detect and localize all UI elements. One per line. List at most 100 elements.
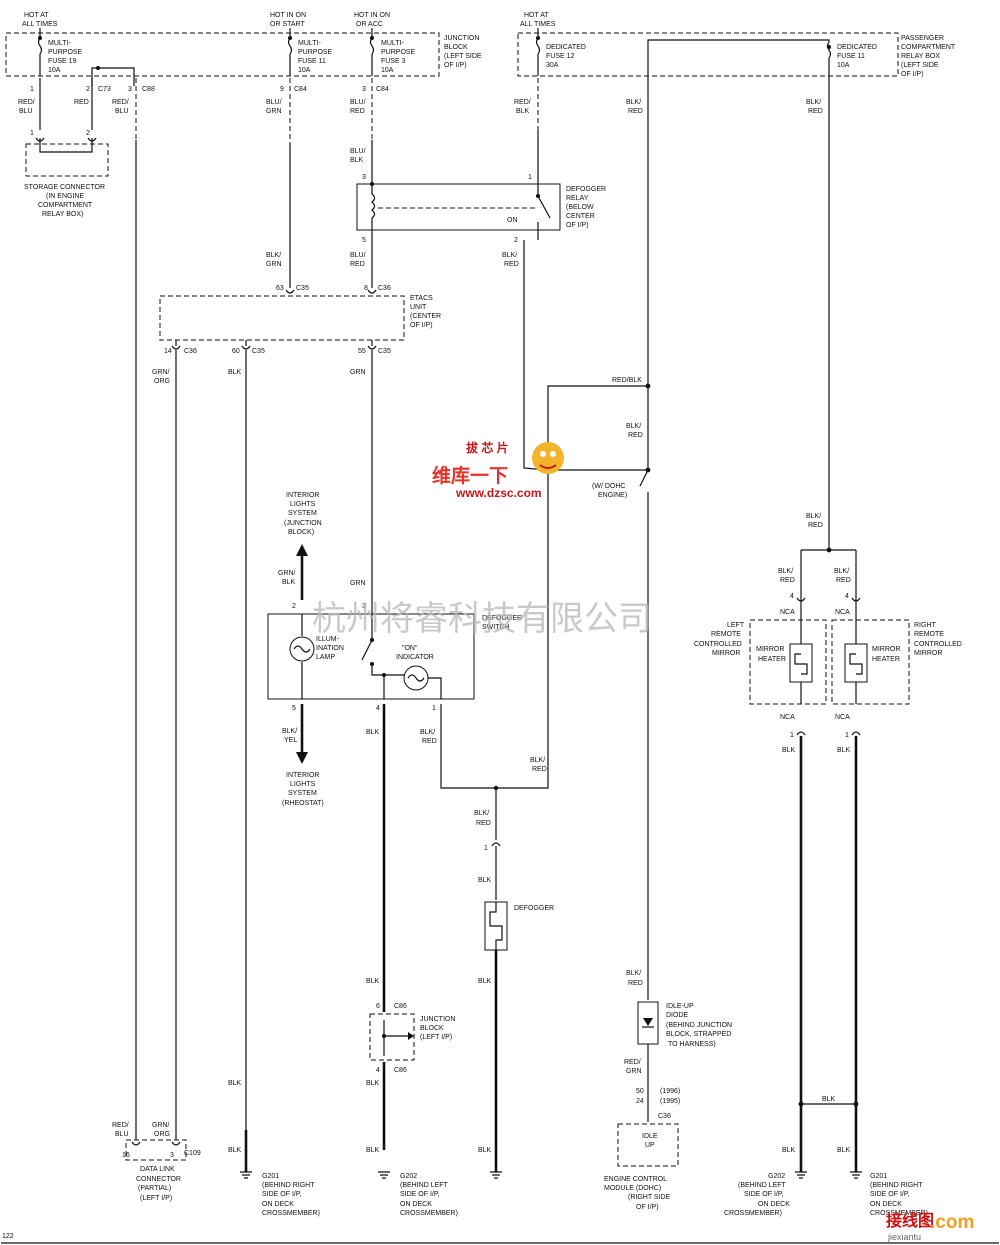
nca-l-top: NCA [780, 609, 795, 616]
junction-block-outline [5, 32, 440, 77]
relay-label-2: RELAY [566, 195, 589, 202]
sw-label-2: SWITCH [482, 624, 510, 631]
wire-blu-blk-1: BLU/ [350, 148, 366, 155]
rm-label-1: RIGHT [914, 622, 937, 629]
wire-blk-m5: BLK [837, 1147, 851, 1154]
data-link-connector: RED/ BLU GRN/ ORG 16 3 C109 DATA LINK CO… [112, 1100, 201, 1202]
wire-blk-red-m6: RED [836, 577, 851, 584]
etacs-c36-b: C36 [184, 348, 197, 355]
nca-r-top: NCA [835, 609, 850, 616]
ecm-box-1: IDLE [642, 1133, 658, 1140]
ground-defogger [490, 1171, 502, 1179]
g202b-1: G202 [768, 1173, 785, 1180]
page-number: 122 [2, 1233, 14, 1240]
rb-label-1: PASSENGER [901, 35, 944, 42]
wire-blk-defog3: BLK [478, 1147, 492, 1154]
g201b-4: ON DECK [870, 1201, 902, 1208]
ind-2: INDICATOR [396, 654, 434, 661]
jb-label-1: JUNCTION [444, 35, 479, 42]
fuse19-l4: 10A [48, 67, 61, 74]
wire-red: RED [74, 99, 89, 106]
illum-2: INATION [316, 645, 344, 652]
hot-label-acc-1: HOT IN ON [354, 12, 390, 19]
jb2-label-1: JUNCTION [420, 1016, 455, 1023]
site-com-text: .com [930, 1212, 974, 1233]
int-bot-3: SYSTEM [288, 790, 317, 797]
wire-blk-red-s2: RED [422, 738, 437, 745]
rm-heater-2: HEATER [872, 656, 900, 663]
relay-box-outline [517, 32, 899, 77]
idle-up-diode: BLK/ RED IDLE-UP DIODE (BEHIND JUNCTION … [624, 970, 732, 1122]
jiexiantu-logo: 接线图 .com jiexiantu [886, 1211, 974, 1242]
left-mirror: MIRROR HEATER LEFT REMOTE CONTROLLED MIR… [694, 619, 827, 705]
g201a-2: (BEHIND RIGHT [262, 1182, 315, 1189]
dfuse12-l2: FUSE 12 [546, 53, 575, 60]
dlc-c109: C109 [184, 1150, 201, 1157]
fuse3-l2: PURPOSE [381, 49, 416, 56]
dfuse11-wires: BLK/ RED BLK/ RED RED/BLK BLK/ RED [612, 39, 831, 550]
conn-c73: C73 [98, 86, 111, 93]
g202a-2: (BEHIND LEFT [400, 1182, 449, 1189]
fuse3-l4: 10A [381, 67, 394, 74]
dlc-label-2: CONNECTOR [136, 1176, 181, 1183]
diode-4: BLOCK, STRAPPED [666, 1031, 731, 1038]
hot-label-acc-2: OR ACC [356, 21, 383, 28]
diode-5: TO HARNESS) [668, 1041, 716, 1048]
wire-grn-blk-2: BLK [282, 579, 296, 586]
bridge-node [96, 66, 100, 70]
wire-blk-red-s6: RED [476, 820, 491, 827]
lm-heater-2: HEATER [758, 656, 786, 663]
hot-label-start-1: HOT IN ON [270, 12, 306, 19]
dlc-label-4: (LEFT I/P) [140, 1195, 172, 1202]
wire-red-blu-4: BLU [115, 108, 129, 115]
dfuse12-l1: DEDICATED [546, 44, 586, 51]
company-watermark: 杭州将睿科技有限公司 [312, 600, 652, 638]
wire-blk-red-f4: RED [808, 108, 823, 115]
mir-pin4-r: 4 [845, 593, 849, 600]
jb-label-2: BLOCK [444, 44, 468, 51]
fuse19-l2: PURPOSE [48, 49, 83, 56]
logo-cn-text: 维库一下 [432, 464, 508, 487]
dzsc-logo: 拔 芯 片 维库一下 www.dzsc.com [432, 440, 564, 500]
etacs-pin55: 55 [358, 348, 366, 355]
etacs-output-wires: GRN/ ORG BLK GRN GRN [152, 350, 373, 1130]
diode-1: IDLE-UP [666, 1003, 694, 1010]
defogger-relay: 3 5 1 2 ON DEFOGGER RELAY (BELOW CENTER … [356, 174, 606, 244]
int-bot-4: (RHEOSTAT) [282, 800, 324, 807]
storage-label-4: RELAY BOX) [42, 211, 83, 218]
sw-pin1: 1 [432, 705, 436, 712]
illum-3: LAMP [316, 654, 335, 661]
wire-blk-red-s1: BLK/ [420, 729, 435, 736]
year-1995: (1995) [660, 1098, 680, 1105]
wire-blu-red-1: BLU/ [350, 99, 366, 106]
lm-label-2: REMOTE [711, 631, 741, 638]
wire-blk-red-m2: RED [808, 522, 823, 529]
mirror-ground: NCA NCA 1 1 BLK BLK BLK BLK BLK [780, 714, 861, 1172]
conn-c84-a: C84 [294, 86, 307, 93]
hot-label-right-1: HOT AT [524, 12, 549, 19]
wire-blu-blk-2: BLK [350, 157, 364, 164]
etacs-pin14: 14 [164, 348, 172, 355]
fuse3-l3: FUSE 3 [381, 58, 406, 65]
sw-label-1: DEFOGGER [482, 615, 522, 622]
ground-g201-left: BLK BLK G201 (BEHIND RIGHT SIDE OF I/P, … [228, 1080, 320, 1217]
wire-grn-org-4: ORG [154, 1131, 170, 1138]
site-cn-text: 接线图 [886, 1211, 934, 1230]
etacs-pin8: 8 [364, 285, 368, 292]
lm-label-3: CONTROLLED [694, 641, 742, 648]
ecm-pin24: 24 [636, 1098, 644, 1105]
wire-blu-grn-1: BLU/ [266, 99, 282, 106]
wire-grn-org-1: GRN/ [152, 369, 170, 376]
logo-mascot-icon [532, 442, 564, 474]
etacs-c35-b: C35 [252, 348, 265, 355]
wire-blk-red-s5: BLK/ [474, 810, 489, 817]
mirror-feed: BLK/ RED BLK/ RED BLK/ RED 4 4 NCA NCA [778, 513, 861, 630]
wire-blk-sw4: BLK [366, 729, 380, 736]
rm-label-2: REMOTE [914, 631, 944, 638]
dohc-2: ENGINE) [598, 492, 627, 499]
fuse11-l2: PURPOSE [298, 49, 333, 56]
g202b-4: ON DECK [758, 1201, 790, 1208]
jb2-c86-a: C86 [394, 1003, 407, 1010]
ecm-box-2: UP [645, 1142, 655, 1149]
etacs-c35-c: C35 [378, 348, 391, 355]
